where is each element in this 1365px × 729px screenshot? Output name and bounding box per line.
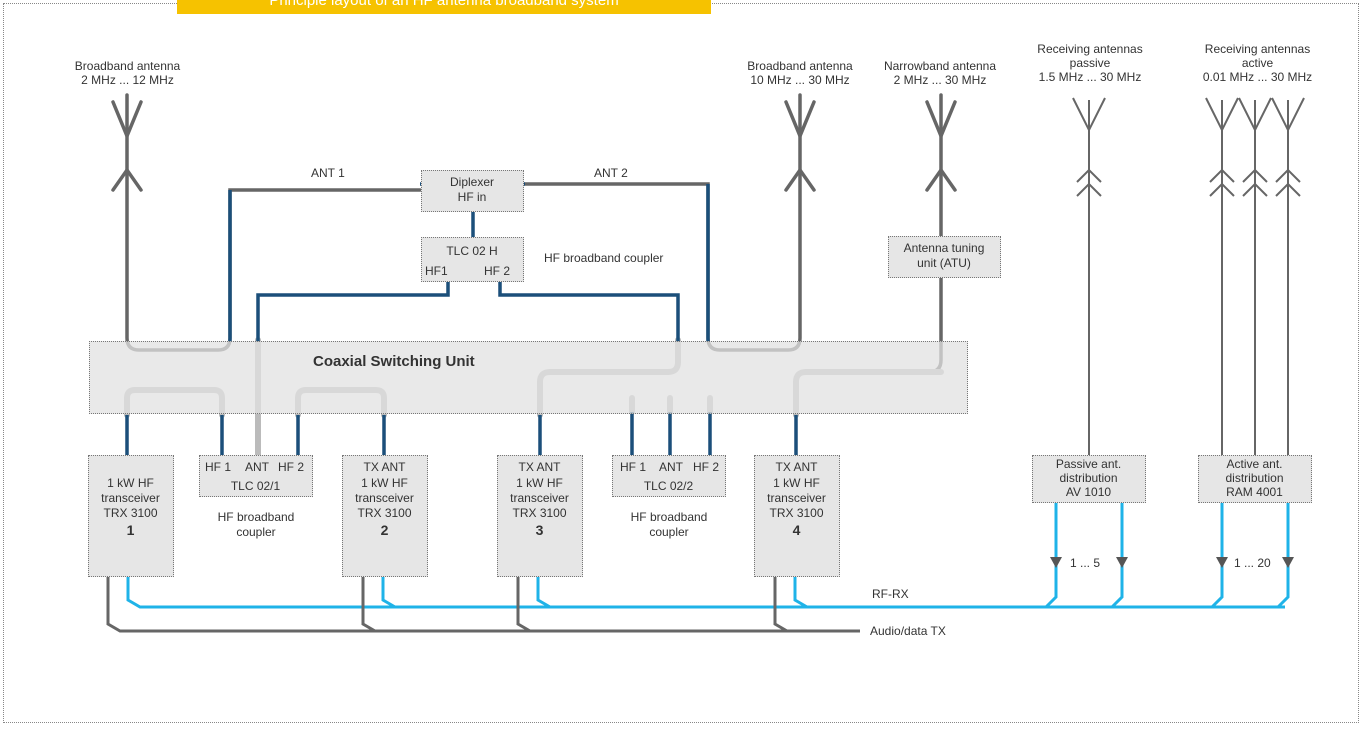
ant2-link-label: ANT 2 (594, 166, 628, 180)
tlc02-2-box: HF 1 ANT HF 2 TLC 02/2 (612, 455, 726, 497)
coax-cables (125, 182, 798, 455)
ant1-link-label: ANT 1 (311, 166, 345, 180)
diagram-title: Principle layout of an HF antenna broadb… (177, 0, 711, 14)
rf-rx-bus (126, 503, 1290, 609)
audio-data-label: Audio/data TX (870, 624, 946, 638)
passive-rx-antennas (1072, 97, 1106, 455)
rf-rx-label: RF-RX (872, 587, 909, 601)
passive-count: 1 ... 5 (1070, 556, 1101, 570)
audio-data-bus (106, 577, 860, 633)
active-count: 1 ... 20 (1234, 556, 1271, 570)
coaxial-switching-unit: Coaxial Switching Unit (89, 341, 968, 414)
tlc02h-box: TLC 02 H HF1 HF 2 (421, 237, 524, 282)
tlc02-1-box: HF 1 ANT HF 2 TLC 02/1 (199, 455, 313, 497)
active-rx-antennas (1205, 97, 1305, 455)
tlc02h-desc: HF broadband coupler (544, 251, 664, 265)
